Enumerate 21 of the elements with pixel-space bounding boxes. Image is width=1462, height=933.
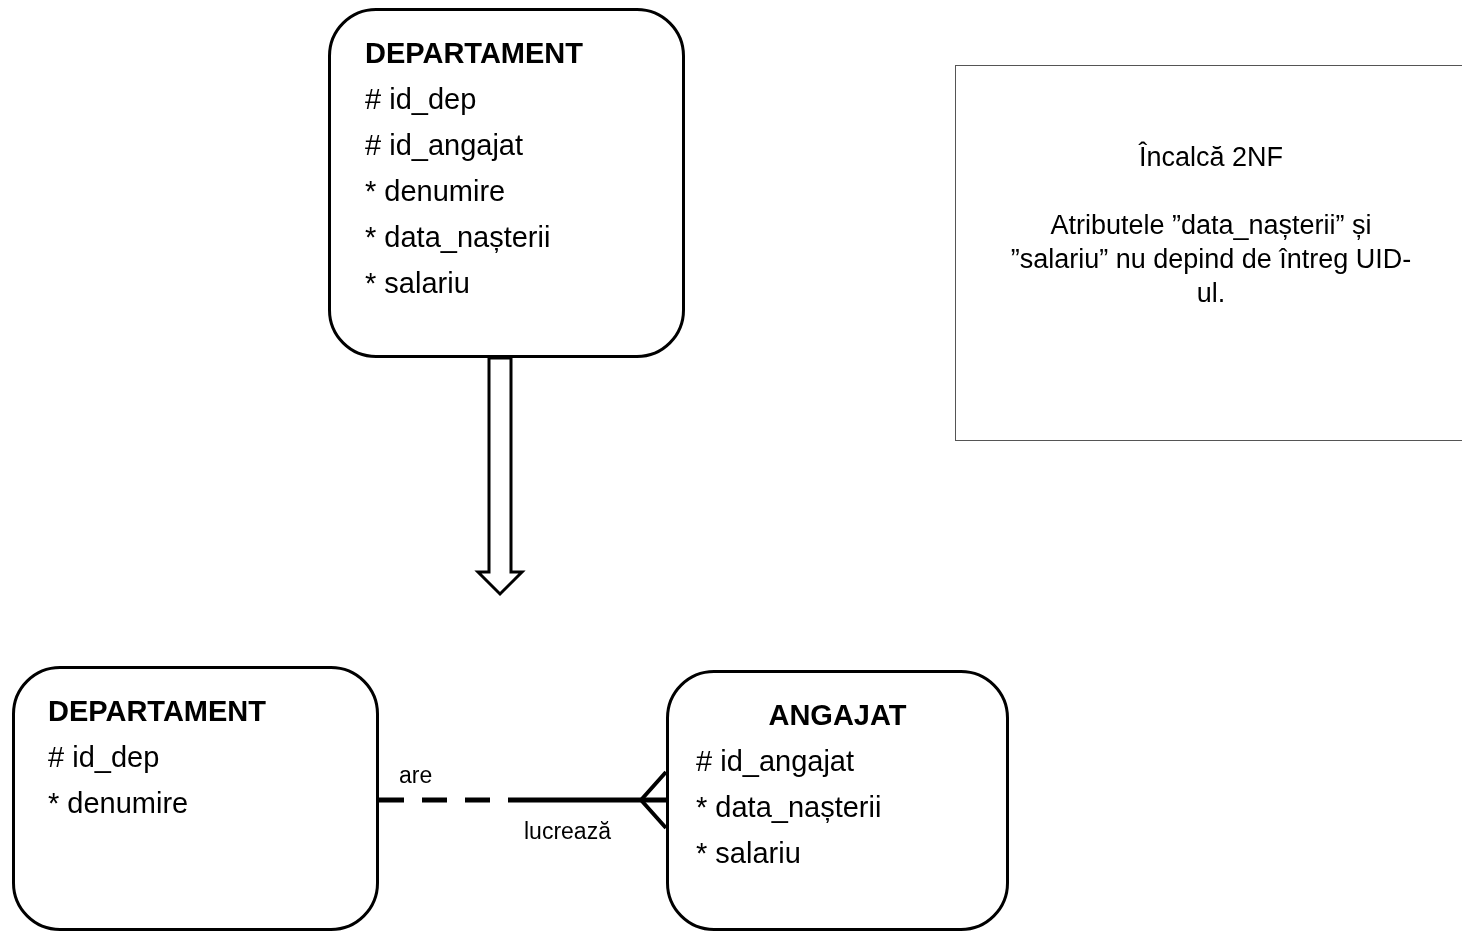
entity-name: ANGAJAT	[768, 698, 907, 733]
attribute-text: # id_dep	[365, 82, 477, 117]
entity-box	[12, 666, 379, 931]
relationship-line	[379, 770, 668, 830]
note-box	[955, 65, 1462, 441]
attribute-text: * salariu	[696, 836, 801, 871]
note-heading: Încalcă 2NF	[1138, 140, 1284, 174]
entity-name: DEPARTAMENT	[365, 36, 584, 71]
attribute-text: * data_nașterii	[696, 790, 882, 825]
attribute-text: * data_nașterii	[365, 220, 551, 255]
block-arrow	[474, 356, 526, 597]
attribute-text: * denumire	[48, 786, 189, 821]
entity-box	[328, 8, 685, 358]
attribute-text: * denumire	[365, 174, 506, 209]
attribute-text: # id_dep	[48, 740, 160, 775]
attribute-text: * salariu	[365, 266, 470, 301]
attribute-text: # id_angajat	[365, 128, 524, 163]
attribute-text: # id_angajat	[696, 744, 855, 779]
entity-name: DEPARTAMENT	[48, 694, 267, 729]
note-text: Atributele ”data_nașterii” și ”salariu” nu depind de întreg UID-ul.	[1009, 209, 1413, 310]
entity-box	[666, 670, 1009, 931]
